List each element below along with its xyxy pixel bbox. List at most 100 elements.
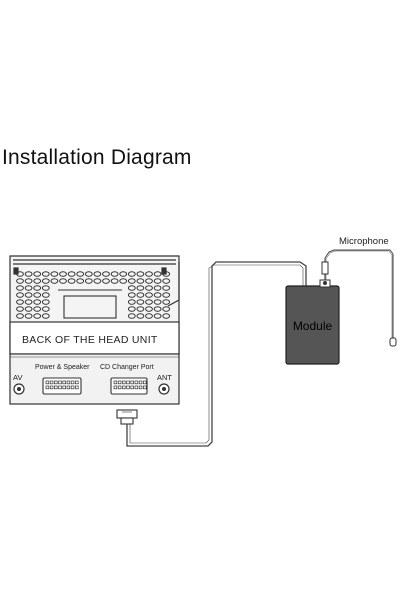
- grille-hole: [127, 306, 136, 312]
- connector-pin: [49, 385, 54, 390]
- grille-hole: [153, 271, 162, 277]
- grille-hole: [33, 278, 42, 284]
- label-strip: [9, 321, 180, 355]
- connector-pin: [134, 380, 139, 385]
- av-label: AV: [13, 373, 22, 382]
- module-label: Module: [293, 319, 333, 333]
- connector-pin: [130, 380, 134, 385]
- grille-hole: [24, 299, 33, 305]
- grille-hole: [93, 271, 102, 277]
- connector-pin: [134, 385, 139, 390]
- grille-hole: [153, 306, 162, 312]
- grille-hole: [33, 292, 42, 298]
- grille-hole: [16, 285, 24, 291]
- grille-hole: [162, 313, 171, 319]
- cd-changer-label: CD Changer Port: [100, 364, 154, 371]
- grille-hole: [16, 299, 24, 305]
- grille-hole: [162, 292, 171, 298]
- grille-hole: [16, 278, 24, 284]
- grille-hole: [102, 271, 110, 277]
- grille-hole: [67, 278, 76, 284]
- grille-hole: [41, 313, 50, 319]
- grille-hole: [24, 306, 33, 312]
- grille-hole: [153, 299, 162, 305]
- grille-hole: [41, 292, 50, 298]
- head-unit-back-panel: [9, 353, 180, 405]
- connector-pin: [70, 380, 75, 385]
- grille-hole: [41, 285, 50, 291]
- grille-hole: [136, 299, 145, 305]
- microphone-icon: [389, 337, 397, 347]
- grille-hole: [50, 278, 59, 284]
- grille-hole: [50, 271, 59, 277]
- grille-hole: [16, 306, 24, 312]
- microphone-jack-icon: [321, 261, 329, 280]
- grille-hole: [110, 278, 119, 284]
- connector-pin: [126, 385, 130, 390]
- connector-pin: [66, 380, 71, 385]
- grille-hole: [119, 278, 128, 284]
- grille-hole: [24, 292, 33, 298]
- grille-hole: [136, 313, 145, 319]
- microphone-label: Microphone: [339, 236, 389, 247]
- grille-hole: [136, 292, 145, 298]
- connector-pin: [143, 385, 147, 390]
- grille-hole: [127, 285, 136, 291]
- connector-pin: [75, 385, 79, 390]
- grille-hole: [41, 306, 50, 312]
- connector-pin: [62, 380, 66, 385]
- connector-pin: [58, 385, 62, 390]
- grille-hole: [145, 278, 153, 284]
- grille-hole: [16, 313, 24, 319]
- cd-changer-port-icon: [110, 377, 148, 395]
- connector-pin: [122, 385, 126, 390]
- grille-hole: [162, 306, 171, 312]
- connector-pin: [126, 380, 130, 385]
- grille-hole: [110, 271, 119, 277]
- grille-hole: [41, 271, 50, 277]
- connector-pin: [54, 385, 58, 390]
- connector-pin: [49, 380, 54, 385]
- grille-hole: [41, 299, 50, 305]
- power-speaker-port-icon: [42, 377, 82, 395]
- grille-hole: [136, 271, 145, 277]
- connector-pin: [66, 385, 71, 390]
- grille-hole: [93, 278, 102, 284]
- grille-hole: [33, 306, 42, 312]
- cable: [126, 261, 307, 447]
- ant-label: ANT: [157, 373, 172, 382]
- grille-hole: [16, 271, 24, 277]
- connector-pin: [143, 380, 147, 385]
- diagram-title: Installation Diagram: [2, 146, 192, 169]
- grille-hole: [33, 285, 42, 291]
- grille-hole: [16, 292, 24, 298]
- connector-pin: [54, 380, 58, 385]
- grille-hole: [67, 271, 76, 277]
- grille-hole: [127, 271, 136, 277]
- grille-hole: [153, 313, 162, 319]
- grille-hole: [84, 271, 93, 277]
- grille-hole: [136, 306, 145, 312]
- grille-hole: [162, 285, 171, 291]
- grille-hole: [24, 271, 33, 277]
- grille-hole: [127, 292, 136, 298]
- head-unit-label: BACK OF THE HEAD UNIT: [22, 334, 158, 346]
- grille-hole: [162, 299, 171, 305]
- grille-hole: [162, 278, 171, 284]
- grille-hole: [102, 278, 110, 284]
- grille-hole: [153, 285, 162, 291]
- grille-hole: [145, 313, 153, 319]
- connector-pin: [62, 385, 66, 390]
- grille-hole: [33, 271, 42, 277]
- connector-pin: [117, 385, 122, 390]
- grille-hole: [136, 278, 145, 284]
- grille-hole: [127, 313, 136, 319]
- connector-pin: [75, 380, 79, 385]
- grille-hole: [33, 313, 42, 319]
- connector-pin: [113, 380, 118, 385]
- grille-hole: [127, 278, 136, 284]
- grille-hole: [24, 313, 33, 319]
- grille-hole: [33, 299, 42, 305]
- plug-connector-icon: [116, 409, 138, 425]
